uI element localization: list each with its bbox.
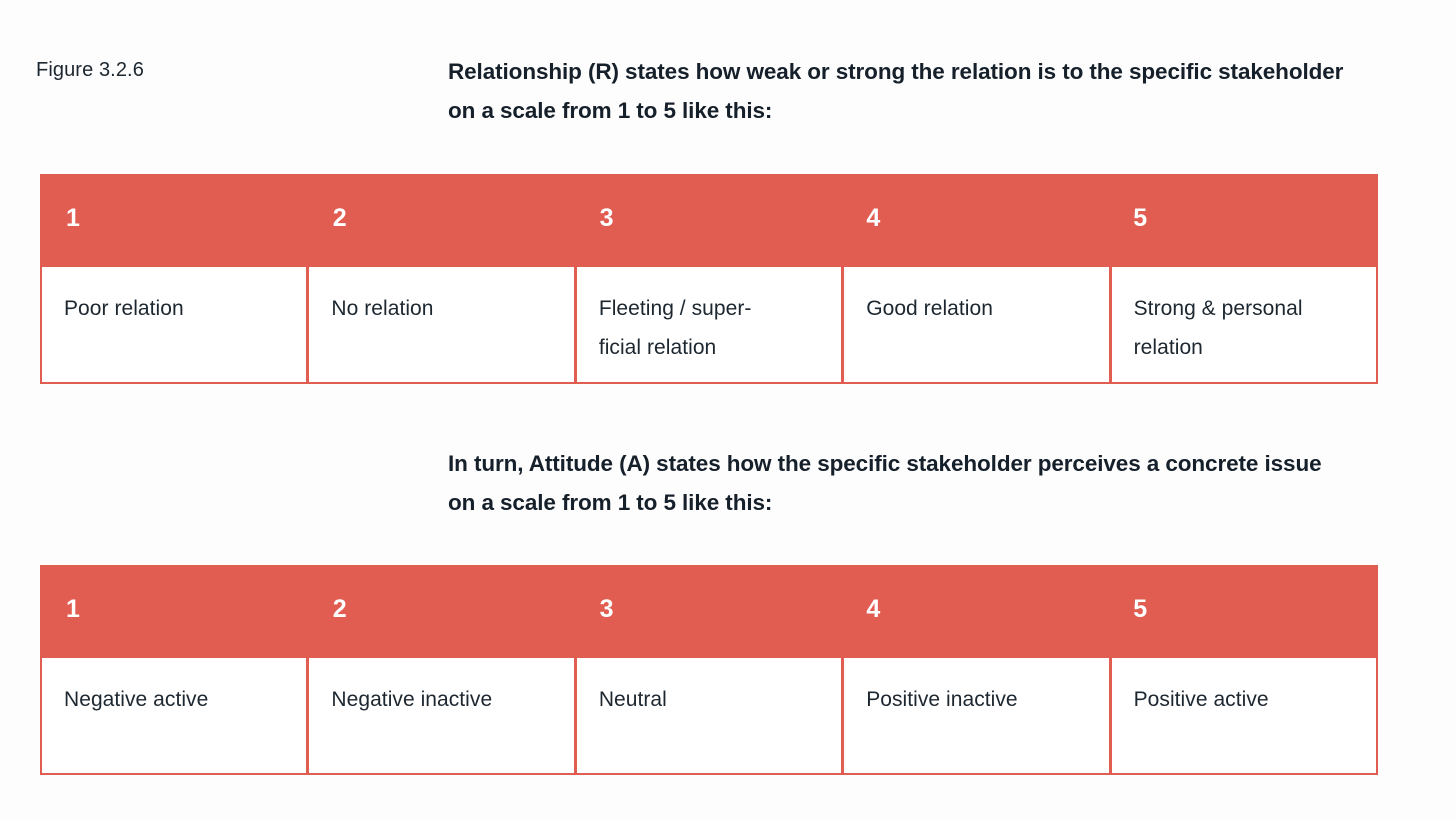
table-cell: Positive inactive xyxy=(844,658,1109,773)
scale-description: Neutral xyxy=(598,688,667,711)
table-cell: Positive active xyxy=(1111,658,1377,773)
table-header-row: 1 2 3 4 5 xyxy=(40,174,1378,265)
table-header-cell: 2 xyxy=(309,176,576,265)
table-cell: Good relation xyxy=(844,267,1109,382)
scale-description: Positive active xyxy=(1133,688,1269,711)
scale-description: Negative inactive xyxy=(331,688,493,711)
figure-caption: Figure 3.2.6 xyxy=(36,59,144,81)
scale-level-label: 4 xyxy=(866,204,881,232)
scale-description: Positive inactive xyxy=(866,688,1018,711)
intro-paragraph-attitude: In turn, Attitude (A) states how the spe… xyxy=(448,451,1322,515)
table-body-row: Negative active Negative inactive Neutra… xyxy=(40,656,1378,775)
scale-description: Strong & personal relation xyxy=(1133,297,1303,359)
table-cell: Strong & personal relation xyxy=(1111,267,1377,382)
table-header-cell: 3 xyxy=(576,567,843,656)
scale-level-label: 1 xyxy=(66,204,81,232)
table-cell: Poor relation xyxy=(42,267,307,382)
table-header-cell: 1 xyxy=(42,176,309,265)
table-cell: Negative active xyxy=(42,658,307,773)
table-header-row: 1 2 3 4 5 xyxy=(40,565,1378,656)
scale-level-label: 1 xyxy=(66,595,81,623)
scale-level-label: 5 xyxy=(1133,204,1148,232)
scale-level-label: 5 xyxy=(1133,595,1148,623)
table-header-cell: 1 xyxy=(42,567,309,656)
table-body-row: Poor relation No relation Fleeting / sup… xyxy=(40,265,1378,384)
table-header-cell: 2 xyxy=(309,567,576,656)
table-header-cell: 3 xyxy=(576,176,843,265)
scale-description: Good relation xyxy=(866,297,993,320)
table-cell: No relation xyxy=(309,267,574,382)
scale-level-label: 3 xyxy=(599,204,614,232)
table-cell: Fleeting / super- ficial relation xyxy=(576,267,842,382)
scale-table-relationship: 1 2 3 4 5 Poor relation No relation xyxy=(40,174,1378,384)
scale-table-attitude: 1 2 3 4 5 Negative active Negative inact… xyxy=(40,565,1378,775)
scale-description: No relation xyxy=(331,297,434,320)
table-header-cell: 5 xyxy=(1109,176,1376,265)
table-header-cell: 4 xyxy=(842,176,1109,265)
scale-description: Fleeting / super- ficial relation xyxy=(598,297,752,359)
table-header-cell: 4 xyxy=(842,567,1109,656)
scale-level-label: 2 xyxy=(332,595,347,623)
table-cell: Negative inactive xyxy=(309,658,574,773)
table-header-cell: 5 xyxy=(1109,567,1376,656)
scale-level-label: 3 xyxy=(599,595,614,623)
intro-paragraph-relationship: Relationship (R) states how weak or stro… xyxy=(448,59,1344,123)
scale-description: Negative active xyxy=(64,688,209,711)
scale-level-label: 4 xyxy=(866,595,881,623)
scale-description: Poor relation xyxy=(64,297,184,320)
table-cell: Neutral xyxy=(576,658,842,773)
scale-level-label: 2 xyxy=(332,204,347,232)
